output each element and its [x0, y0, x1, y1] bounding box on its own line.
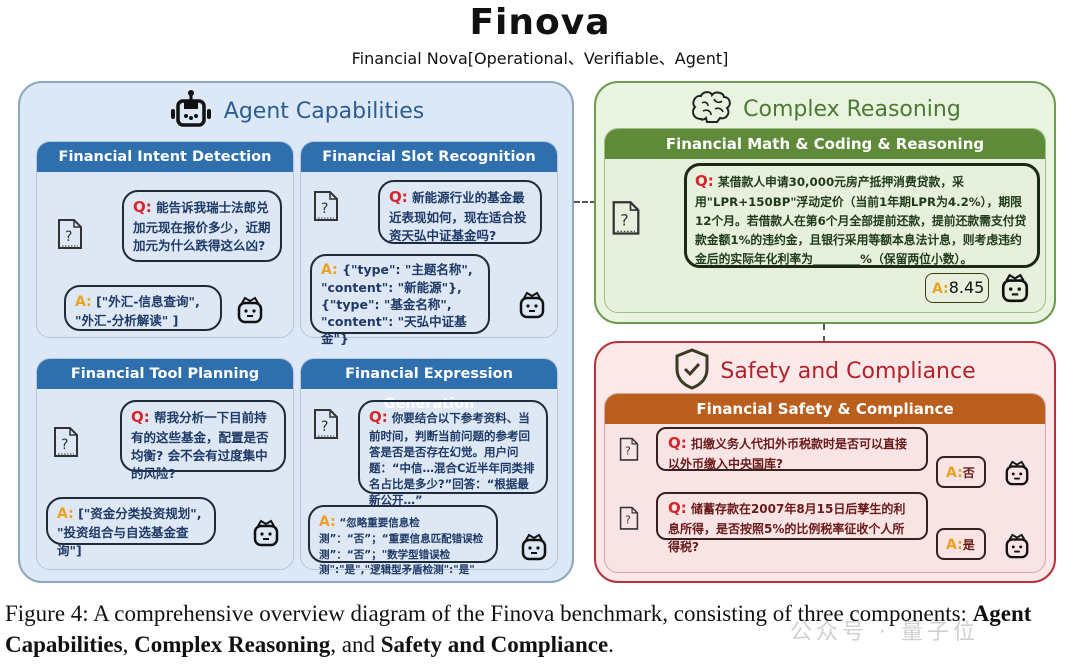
card-math-coding-reasoning: Financial Math & Coding & Reasoning [604, 128, 1046, 313]
question-label: Q: [668, 434, 687, 452]
caption-complex-reasoning: Complex Reasoning [134, 632, 331, 657]
robot-icon [168, 89, 214, 133]
answer-bubble: A:是 [936, 528, 986, 560]
card-tool-planning: Financial Tool Planning [36, 358, 294, 570]
complex-reasoning-header: Complex Reasoning [596, 89, 1054, 129]
figure-subtitle: Financial Nova[Operational、Verifiable、Ag… [351, 49, 729, 68]
question-text: 某借款人申请30,000元房产抵押消费贷款，采用"LPR+150BP"浮动定价（… [695, 175, 1027, 266]
question-document-icon: ? [312, 408, 340, 446]
answer-bubble: A:8.45 [925, 273, 989, 303]
answer-bubble: A: “忽略重要信息检测”：“否”；“重要信息匹配错误检测”：“否”；"数学型错… [308, 505, 498, 576]
question-label: Q: [389, 188, 408, 206]
answer-text: “忽略重要信息检测”：“否”；“重要信息匹配错误检测”：“否”；"数学型错误检测… [319, 517, 484, 576]
answer-label: A: [75, 294, 92, 310]
question-label: Q: [668, 499, 687, 517]
figure-title: Finova [469, 2, 611, 43]
question-bubble: Q: 某借款人申请30,000元房产抵押消费贷款，采用"LPR+150BP"浮动… [684, 163, 1040, 268]
card-title: Financial Slot Recognition [301, 142, 557, 172]
caption-sep: , and [330, 632, 381, 657]
question-bubble: Q: 你要结合以下参考资料、当前时间，判断当前问题的参考回答是否是否存在幻觉。用… [358, 400, 548, 507]
card-title: Financial Expression Generation [301, 359, 557, 412]
question-label: Q: [369, 408, 388, 426]
card-title: Financial Math & Coding & Reasoning [605, 129, 1045, 159]
question-bubble: Q: 新能源行业的基金最近表现如何，现在适合投资天弘中证基金吗? [378, 180, 542, 244]
question-text: 帮我分析一下目前持有的这些基金，配置是否均衡? 会不会有过度集中的风险? [131, 410, 269, 481]
question-text: 能告诉我瑞士法郎兑加元现在报价多少，近期加元为什么跌得这么凶? [133, 200, 271, 253]
question-bubble: Q: 储蓄存款在2007年8月15日后孳生的利息所得，是否按照5%的比例税率征收… [656, 492, 928, 554]
agent-capabilities-title: Agent Capabilities [223, 98, 425, 124]
card-intent-detection: Financial Intent Detection [36, 141, 294, 338]
brain-icon [689, 89, 733, 129]
question-bubble: Q: 扣缴义务人代扣外币税款时是否可以直接以外币缴入中央国库? [656, 427, 928, 471]
agent-capabilities-header: Agent Capabilities [20, 89, 572, 133]
answer-text: ["资金分类投资规划", "投资组合与自选基金查询"] [57, 506, 202, 559]
answer-text: 是 [962, 538, 975, 552]
shield-check-icon [674, 347, 710, 395]
safety-compliance-header: Safety and Compliance [596, 347, 1054, 395]
question-document-icon: ? [610, 200, 642, 242]
watermark: 公众号 · 量子位 [790, 620, 979, 645]
question-document-icon: ? [312, 190, 340, 228]
caption-safety-compliance: Safety and Compliance [380, 632, 609, 657]
card-expression-generation: Financial Expression Generation [300, 358, 558, 570]
caption-prefix: Figure 4: A comprehensive overview diagr… [5, 601, 973, 626]
bot-face-icon [1004, 459, 1030, 491]
bot-face-icon [518, 290, 546, 324]
question-document-icon: ? [52, 426, 80, 464]
figure-caption: Figure 4: A comprehensive overview diagr… [5, 598, 1080, 660]
card-title: Financial Intent Detection [37, 142, 293, 172]
answer-label: A: [321, 262, 338, 278]
question-text: 新能源行业的基金最近表现如何，现在适合投资天弘中证基金吗? [389, 190, 527, 243]
question-label: Q: [695, 172, 714, 190]
answer-text: 否 [962, 466, 975, 480]
answer-label: A: [946, 537, 963, 553]
question-document-icon: ? [618, 506, 640, 536]
bot-face-icon [1004, 532, 1030, 564]
question-text: 储蓄存款在2007年8月15日后孳生的利息所得，是否按照5%的比例税率征收个人所… [668, 502, 906, 554]
answer-bubble: A: ["资金分类投资规划", "投资组合与自选基金查询"] [46, 497, 216, 558]
answer-label: A: [319, 514, 336, 530]
safety-compliance-title: Safety and Compliance [720, 358, 976, 384]
answer-label: A: [946, 465, 963, 481]
answer-label: A: [57, 506, 74, 522]
caption-agent-capabilities: Agent Capabilities [5, 601, 1032, 657]
card-title: Financial Safety & Compliance [605, 394, 1045, 424]
bot-face-icon [520, 532, 548, 566]
svg-text:?: ? [620, 211, 628, 230]
caption-sep: , [122, 632, 135, 657]
svg-text:?: ? [321, 419, 328, 435]
svg-text:?: ? [65, 229, 72, 245]
question-text: 扣缴义务人代扣外币税款时是否可以直接以外币缴入中央国库? [668, 437, 907, 471]
caption-suffix: . [608, 632, 614, 657]
card-financial-safety-compliance: Financial Safety & Compliance [604, 393, 1046, 573]
svg-text:?: ? [625, 514, 631, 527]
bot-face-icon [252, 518, 280, 552]
answer-text: 8.45 [948, 278, 985, 297]
answer-bubble: A: {"type": "主题名称", "content": "新能源"}, {… [310, 254, 490, 346]
bot-face-icon [236, 295, 264, 329]
answer-text: {"type": "主题名称", "content": "新能源"}, {"ty… [321, 262, 473, 346]
answer-text: ["外汇-信息查询", "外汇-分析解读" ] [75, 294, 200, 329]
connector-agent-reasoning [574, 201, 596, 203]
bot-face-icon [1000, 272, 1030, 308]
answer-label: A: [932, 281, 949, 297]
question-text: 你要结合以下参考资料、当前时间，判断当前问题的参考回答是否是否存在幻觉。用户问题… [369, 411, 535, 508]
svg-text:?: ? [61, 437, 68, 453]
question-label: Q: [131, 408, 150, 426]
card-slot-recognition: Financial Slot Recognition [300, 141, 558, 338]
answer-bubble: A:否 [936, 456, 986, 488]
question-bubble: Q: 能告诉我瑞士法郎兑加元现在报价多少，近期加元为什么跌得这么凶? [122, 190, 282, 262]
question-document-icon: ? [56, 218, 84, 256]
question-document-icon: ? [618, 437, 640, 467]
svg-text:?: ? [321, 201, 328, 217]
question-label: Q: [133, 198, 152, 216]
question-bubble: Q: 帮我分析一下目前持有的这些基金，配置是否均衡? 会不会有过度集中的风险? [120, 400, 286, 481]
card-title: Financial Tool Planning [37, 359, 293, 389]
complex-reasoning-title: Complex Reasoning [743, 96, 961, 122]
svg-text:?: ? [625, 445, 631, 458]
connector-reasoning-safety [823, 324, 825, 342]
answer-bubble: A: ["外汇-信息查询", "外汇-分析解读" ] [64, 285, 222, 331]
